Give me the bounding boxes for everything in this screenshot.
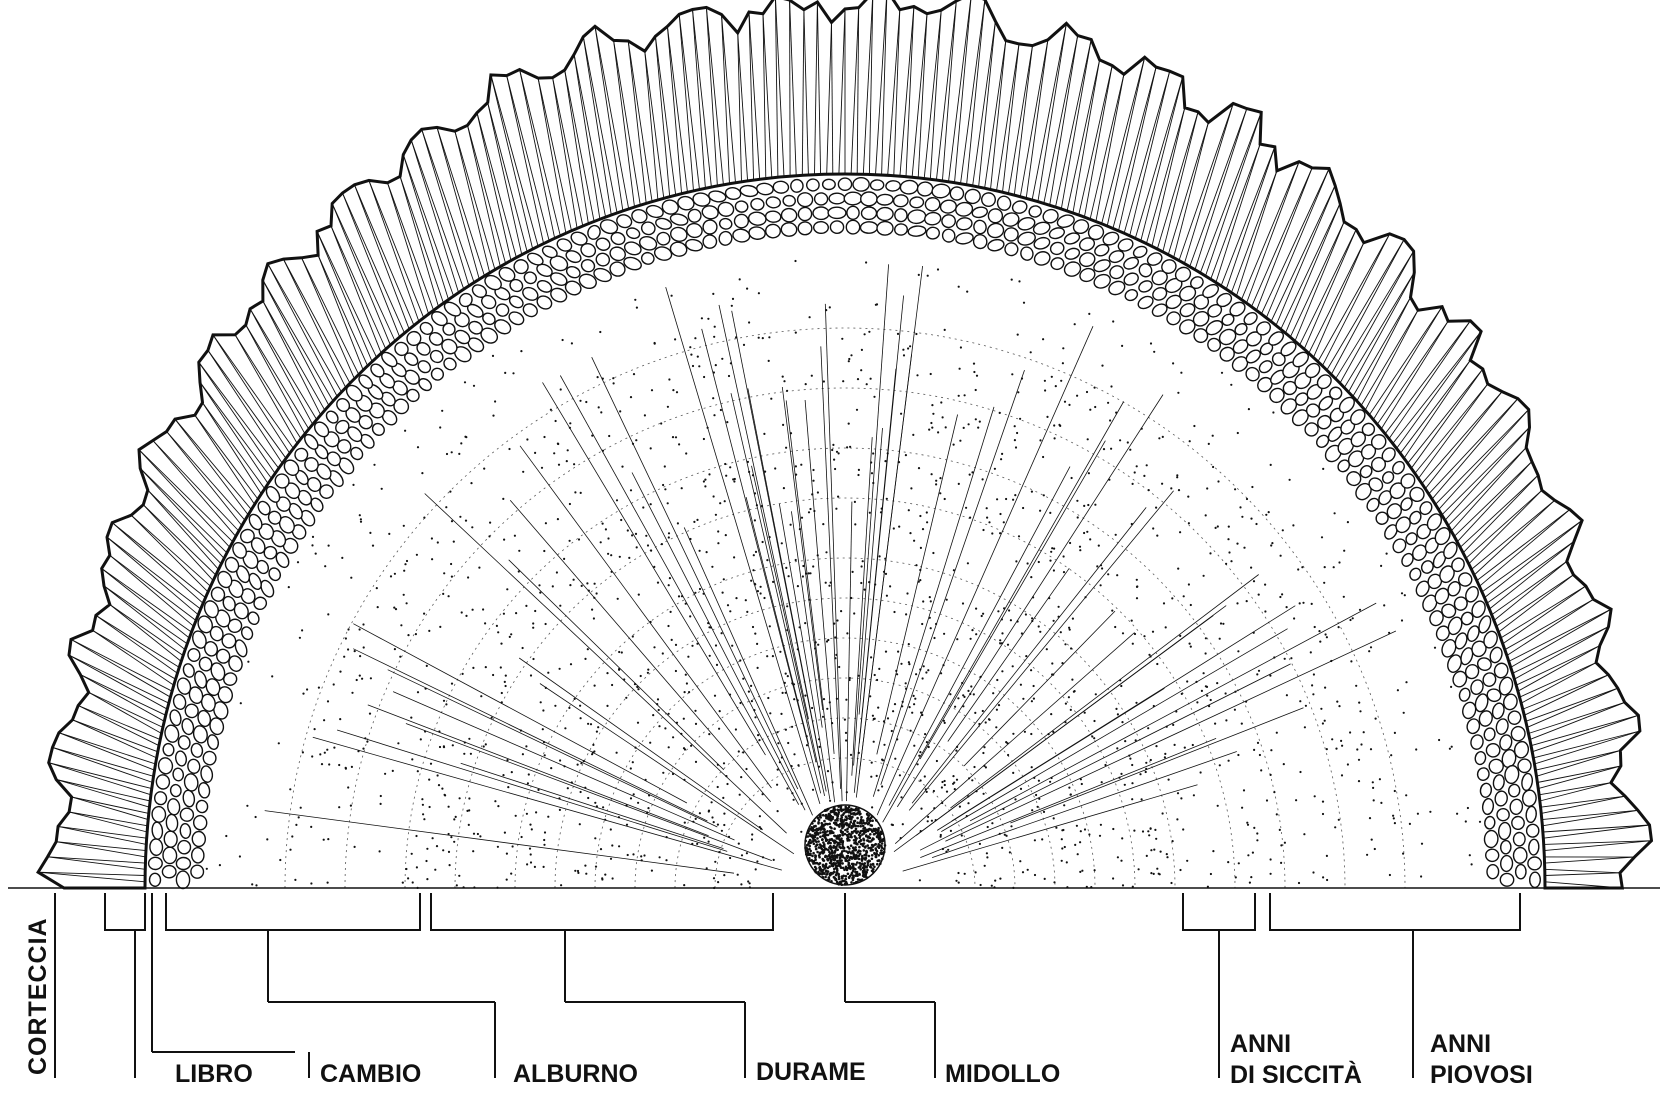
- label-anni-piovosi-line2: PIOVOSI: [1430, 1061, 1533, 1089]
- label-libro: LIBRO: [175, 1060, 253, 1088]
- label-anni-piovosi-line1: ANNI: [1430, 1030, 1491, 1058]
- label-leader-lines: [55, 893, 1520, 1078]
- label-corteccia: CORTECCIA: [24, 917, 52, 1075]
- label-anni-siccita-line2: DI SICCITÀ: [1230, 1060, 1362, 1089]
- label-midollo: MIDOLLO: [945, 1060, 1060, 1088]
- label-alburno: ALBURNO: [513, 1060, 638, 1088]
- bark-layer: [38, 0, 1651, 888]
- label-anni-siccita-line1: ANNI: [1230, 1030, 1291, 1058]
- label-durame: DURAME: [756, 1058, 866, 1086]
- pith-core: [801, 801, 889, 889]
- label-cambio: CAMBIO: [320, 1060, 421, 1088]
